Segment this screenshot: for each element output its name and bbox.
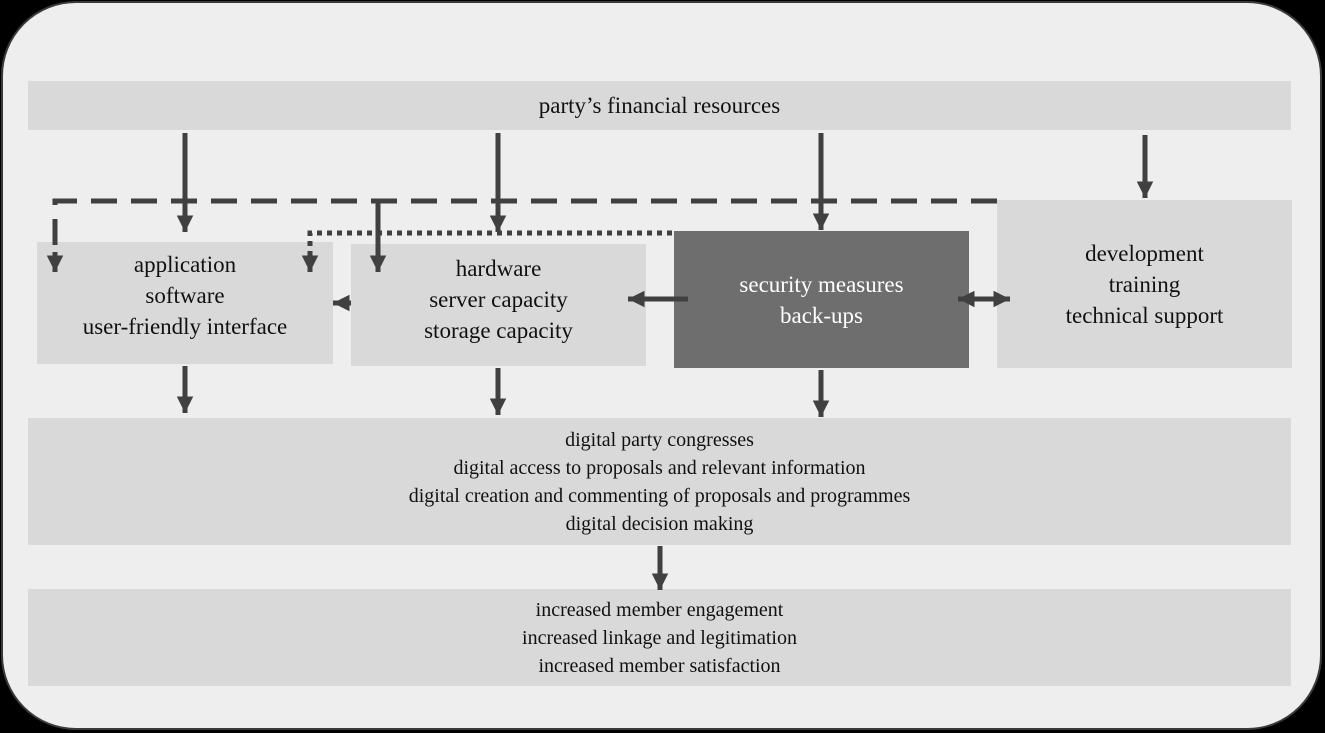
digital-line-2: digital access to proposals and relevant…: [453, 456, 866, 479]
outcomes-line-3: increased member satisfaction: [538, 654, 781, 677]
application-box: application software user-friendly inter…: [37, 242, 333, 364]
digital-activities-box: digital party congresses digital access …: [28, 418, 1291, 545]
dashed-connector-development: [52, 198, 997, 255]
digital-line-4: digital decision making: [565, 512, 754, 535]
development-line-2: training: [1108, 271, 1181, 297]
security-line-2: back-ups: [779, 302, 864, 328]
development-line-1: development: [1085, 240, 1204, 266]
security-line-1: security measures: [739, 271, 904, 297]
hardware-box: hardware server capacity storage capacit…: [351, 244, 646, 366]
digital-line-1: digital party congresses: [565, 428, 754, 451]
digital-line-3: digital creation and commenting of propo…: [408, 484, 911, 507]
outcomes-line-2: increased linkage and legitimation: [522, 626, 797, 649]
outcomes-line-1: increased member engagement: [535, 598, 784, 621]
application-line-1: application: [133, 251, 237, 277]
development-box: development training technical support: [997, 200, 1292, 368]
dotted-connector-security: [307, 230, 672, 255]
hardware-line-2: server capacity: [429, 286, 568, 312]
application-line-3: user-friendly interface: [82, 313, 288, 339]
development-line-3: technical support: [1065, 302, 1224, 328]
hardware-line-1: hardware: [455, 255, 542, 281]
financial-resources-label: party’s financial resources: [538, 93, 781, 118]
application-line-2: software: [145, 282, 225, 308]
security-box: security measures back-ups: [674, 231, 969, 368]
financial-resources-box: party’s financial resources: [28, 81, 1291, 130]
hardware-line-3: storage capacity: [424, 317, 573, 343]
outcomes-box: increased member engagement increased li…: [28, 589, 1291, 686]
